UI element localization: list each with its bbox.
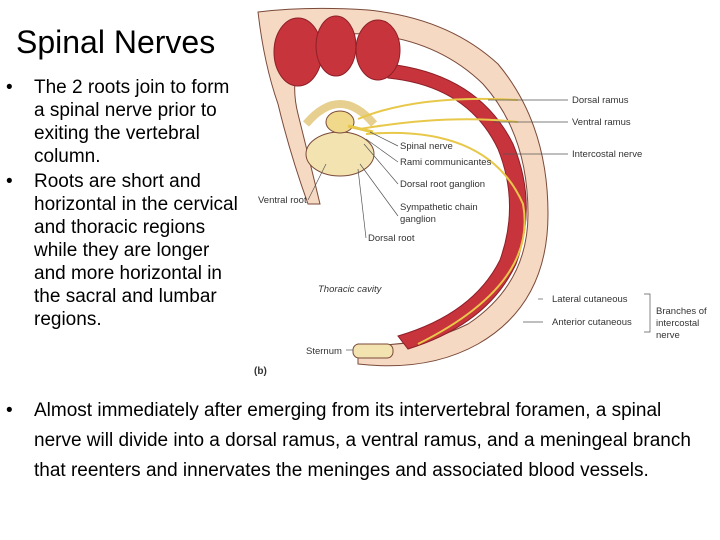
back-muscle-mid: [315, 15, 357, 77]
label-dorsal-root-ganglion: Dorsal root ganglion: [400, 179, 485, 190]
label-ventral-root: Ventral root: [258, 195, 307, 206]
label-branches-2: intercostal: [656, 318, 699, 329]
label-sympathetic-chain-1: Sympathetic chain: [400, 202, 478, 213]
back-muscle-left: [273, 17, 323, 87]
bullet-icon: •: [6, 400, 13, 421]
left-bullet-item: • Roots are short and horizontal in the …: [6, 170, 242, 331]
label-sympathetic-chain-2: ganglion: [400, 214, 436, 225]
vertebral-arch: [302, 100, 378, 127]
bottom-bullet-item: • Almost immediately after emerging from…: [6, 396, 696, 486]
intercostal-nerve: [365, 131, 526, 345]
leader-lines: [307, 99, 651, 351]
label-sternum: Sternum: [306, 346, 342, 357]
label-intercostal-nerve: Intercostal nerve: [572, 149, 642, 160]
left-bullet-list: • The 2 roots join to form a spinal nerv…: [6, 76, 242, 333]
spinal-nerve-illustration: Dorsal ramus Ventral ramus Spinal nerve …: [254, 7, 707, 377]
intercostal-muscle-band: [387, 63, 527, 350]
label-anterior-cutaneous: Anterior cutaneous: [552, 317, 632, 328]
bullet-text: The 2 roots join to form a spinal nerve …: [34, 77, 230, 167]
spinal-nerve-figure: Dorsal ramus Ventral ramus Spinal nerve …: [248, 4, 716, 378]
ventral-ramus-nerve: [359, 118, 519, 130]
bottom-bullet-list: • Almost immediately after emerging from…: [6, 396, 696, 486]
bullet-icon: •: [6, 77, 13, 98]
bullet-text: Roots are short and horizontal in the ce…: [34, 171, 238, 330]
sternum-bone: [352, 343, 394, 359]
left-bullet-item: • The 2 roots join to form a spinal nerv…: [6, 76, 242, 168]
back-muscle-right: [355, 19, 401, 81]
spinal-nerve-stem: [347, 124, 374, 134]
label-spinal-nerve: Spinal nerve: [400, 141, 453, 152]
bullet-text: Almost immediately after emerging from i…: [34, 400, 691, 481]
label-ventral-ramus: Ventral ramus: [572, 117, 631, 128]
spinal-cord: [325, 110, 355, 134]
label-thoracic-cavity: Thoracic cavity: [318, 284, 383, 295]
dorsal-ramus-nerve: [357, 97, 519, 120]
label-rami-communicantes: Rami communicantes: [400, 157, 492, 168]
bullet-icon: •: [6, 171, 13, 192]
figure-panel-label: (b): [254, 366, 267, 377]
slide-title: Spinal Nerves: [16, 24, 216, 60]
label-branches-3: nerve: [656, 330, 680, 341]
label-lateral-cutaneous: Lateral cutaneous: [552, 294, 628, 305]
label-dorsal-ramus: Dorsal ramus: [572, 95, 629, 106]
label-branches-1: Branches of: [656, 306, 707, 317]
label-dorsal-root: Dorsal root: [368, 233, 415, 244]
